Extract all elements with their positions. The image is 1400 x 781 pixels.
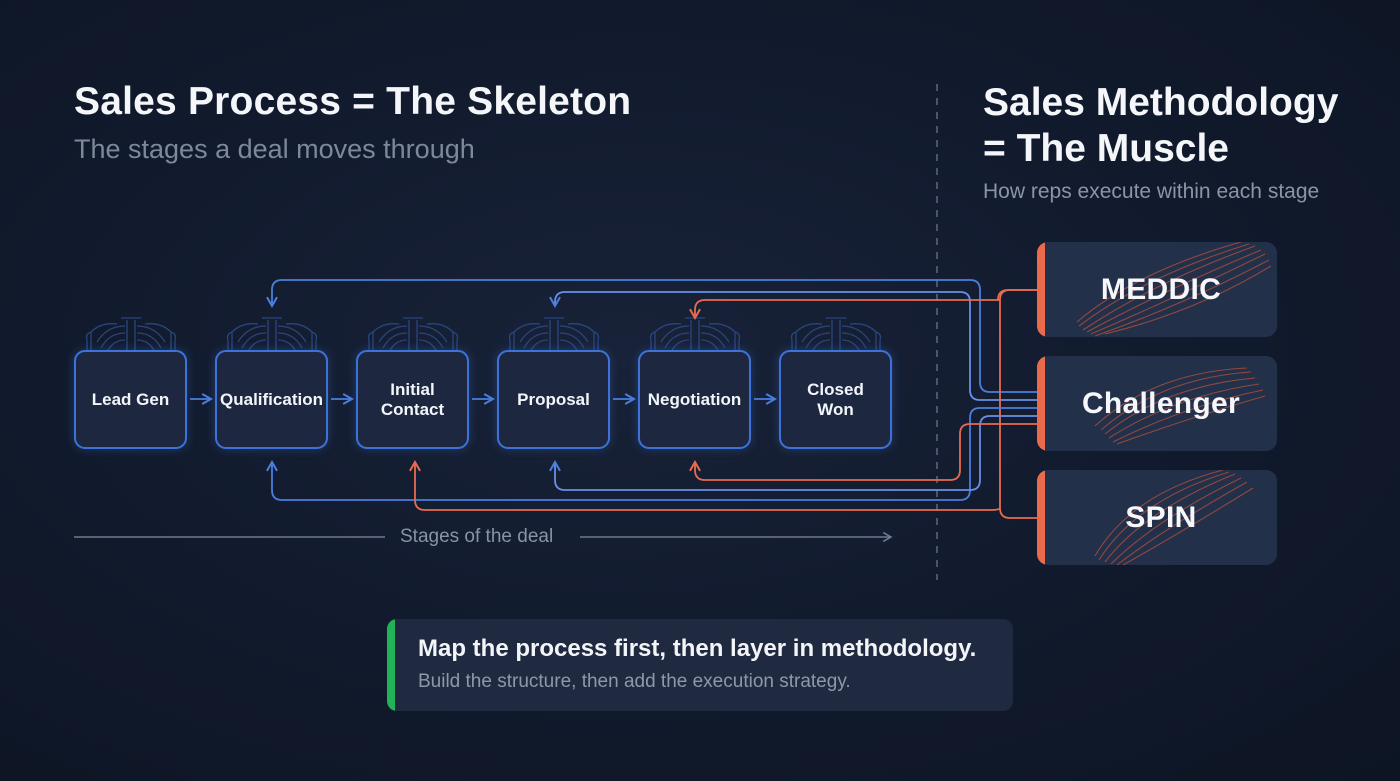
methodology-title-line1: Sales Methodology	[983, 81, 1339, 124]
challenger-to-qualification-bottom-link	[266, 407, 1037, 501]
methodology-meddic: MEDDIC	[1037, 242, 1277, 337]
challenger-to-proposal-link	[549, 291, 1037, 401]
methodology-title-line2: = The Muscle	[983, 127, 1229, 170]
takeaway-callout: Map the process first, then layer in met…	[387, 619, 1013, 711]
stage-label: Closed Won	[807, 379, 864, 419]
ribcage-icon	[85, 317, 177, 353]
callout-main-text: Map the process first, then layer in met…	[418, 635, 977, 662]
methodology-spin: SPIN	[1037, 470, 1277, 565]
meddic-to-negotiation-link	[689, 299, 1000, 321]
methodology-label: MEDDIC	[1100, 272, 1222, 306]
ribcage-icon	[790, 317, 882, 353]
stage-proposal: Proposal	[497, 350, 610, 449]
methodology-title: Sales Methodology = The Muscle	[983, 80, 1338, 172]
ribcage-icon	[649, 317, 741, 353]
stage-initial-contact: Initial Contact	[356, 350, 469, 449]
methodology-challenger: Challenger	[1037, 356, 1277, 451]
stage-lead-gen: Lead Gen	[74, 350, 187, 449]
stage-closed-won: Closed Won	[779, 350, 892, 449]
challenger-to-proposal-bottom-link	[549, 415, 1037, 491]
stage-label: Proposal	[517, 389, 590, 409]
muscle-fiber-icon	[1094, 367, 1266, 445]
methodology-label: Challenger	[1081, 386, 1241, 420]
ribcage-icon	[508, 317, 600, 353]
methodology-accent-bar	[1037, 356, 1045, 451]
stage-negotiation: Negotiation	[638, 350, 751, 449]
ribcage-icon	[226, 317, 318, 353]
ribcage-icon	[367, 317, 459, 353]
process-title: Sales Process = The Skeleton	[74, 80, 632, 123]
challenger-to-qualification-link	[266, 279, 1037, 393]
stage-label: Lead Gen	[91, 389, 170, 409]
meddic-spin-bracket	[999, 289, 1037, 519]
callout-accent-bar	[387, 619, 395, 711]
methodology-accent-bar	[1037, 242, 1045, 337]
muscle-fiber-icon	[1076, 242, 1272, 337]
stage-label: Qualification	[220, 389, 323, 409]
process-subtitle: The stages a deal moves through	[74, 134, 475, 164]
challenger-to-negotiation-link	[689, 423, 1037, 481]
spin-to-initial-contact-link	[415, 462, 1001, 511]
muscle-fiber-icon	[1094, 470, 1254, 565]
axis-label: Stages of the deal	[400, 526, 554, 547]
stage-label: Negotiation	[647, 389, 742, 409]
callout-sub-text: Build the structure, then add the execut…	[418, 671, 851, 692]
stage-qualification: Qualification	[215, 350, 328, 449]
methodology-subtitle: How reps execute within each stage	[983, 180, 1320, 203]
stage-label: Initial Contact	[380, 379, 445, 419]
methodology-label: SPIN	[1125, 500, 1197, 534]
methodology-accent-bar	[1037, 470, 1045, 565]
